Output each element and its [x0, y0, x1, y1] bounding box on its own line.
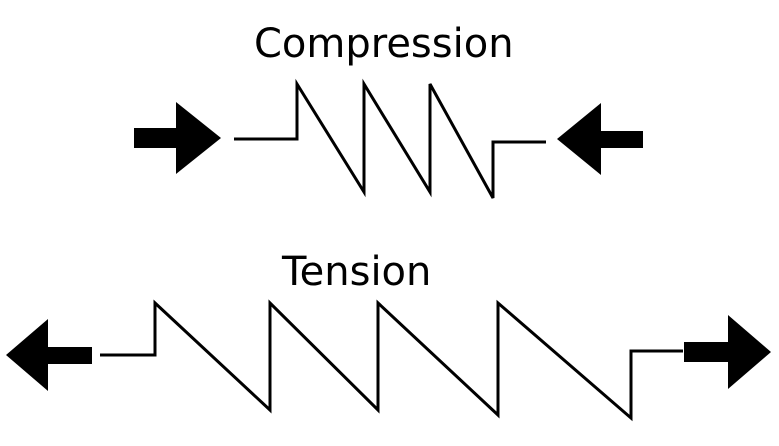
tension-left-arrow-icon	[6, 319, 92, 391]
compression-left-arrow-icon	[134, 102, 221, 174]
tension-spring	[100, 299, 683, 422]
compression-spring	[234, 78, 546, 199]
tension-right-arrow-icon	[684, 315, 771, 389]
compression-right-arrow-icon	[557, 103, 643, 175]
compression-label: Compression	[254, 21, 514, 67]
tension-label: Tension	[282, 249, 432, 295]
